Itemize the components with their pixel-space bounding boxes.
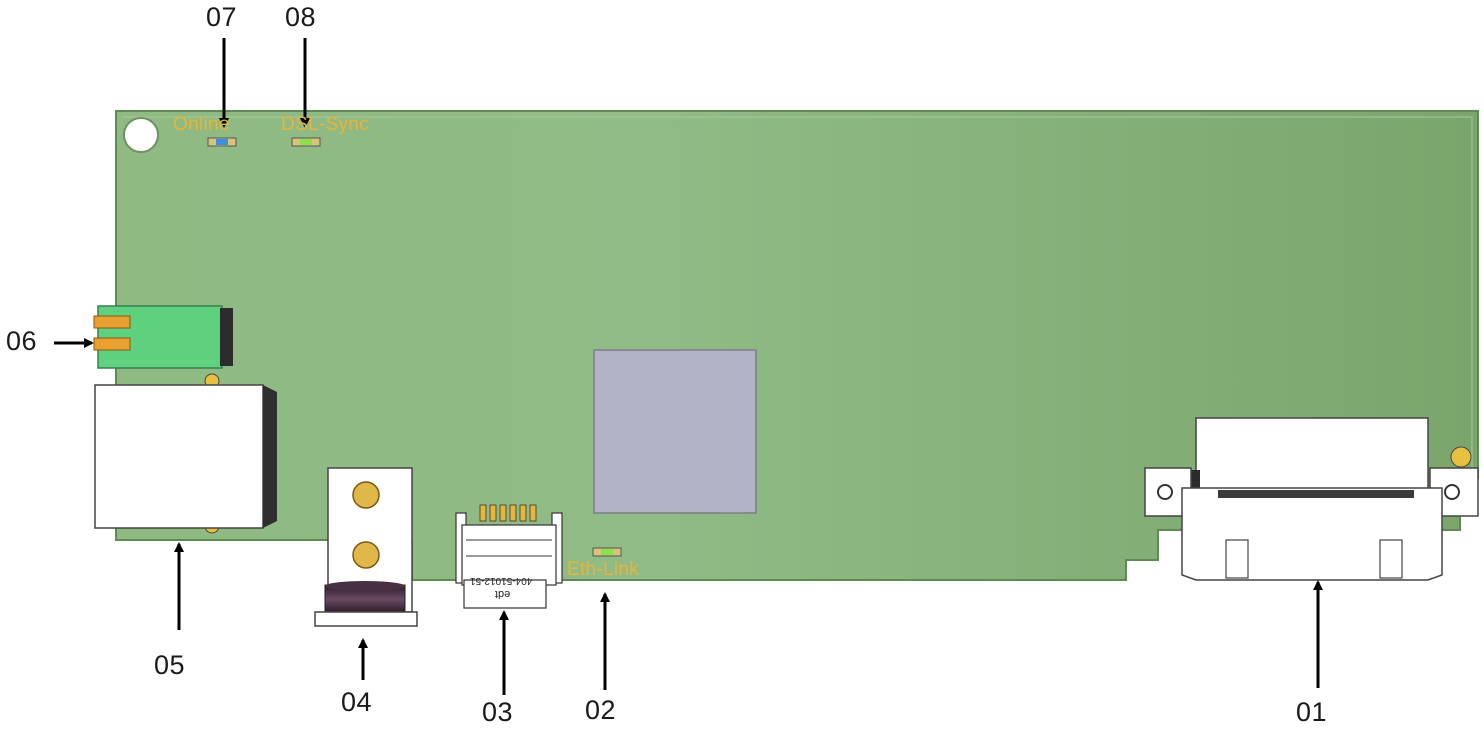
ribbon-connector xyxy=(455,504,563,609)
pcb-outline-inner xyxy=(122,116,1473,472)
power-connector xyxy=(314,467,418,627)
large-connector xyxy=(1144,417,1479,581)
connector-part-number: 404-51012-51 xyxy=(470,575,533,586)
label-eth-link: Eth-Link xyxy=(567,559,640,580)
callout-03: 03 xyxy=(482,697,514,727)
led-online xyxy=(207,137,237,147)
callout-02: 02 xyxy=(585,695,617,725)
callout-arrows xyxy=(54,38,1323,695)
chip xyxy=(593,349,757,514)
callout-05: 05 xyxy=(154,650,186,680)
callout-01: 01 xyxy=(1296,697,1328,727)
label-dsl-sync: DSL-Sync xyxy=(281,114,369,135)
callout-07: 07 xyxy=(206,2,238,32)
rj-jack xyxy=(94,373,277,534)
connector-brand: edt xyxy=(495,588,511,600)
callout-08: 08 xyxy=(285,2,317,32)
led-eth-link xyxy=(592,547,622,557)
label-online: Online xyxy=(173,114,230,135)
led-dsl-sync xyxy=(291,137,321,147)
terminal-block xyxy=(93,305,233,369)
mounting-hole xyxy=(123,117,159,153)
callout-04: 04 xyxy=(341,687,373,717)
callout-06: 06 xyxy=(6,326,38,356)
